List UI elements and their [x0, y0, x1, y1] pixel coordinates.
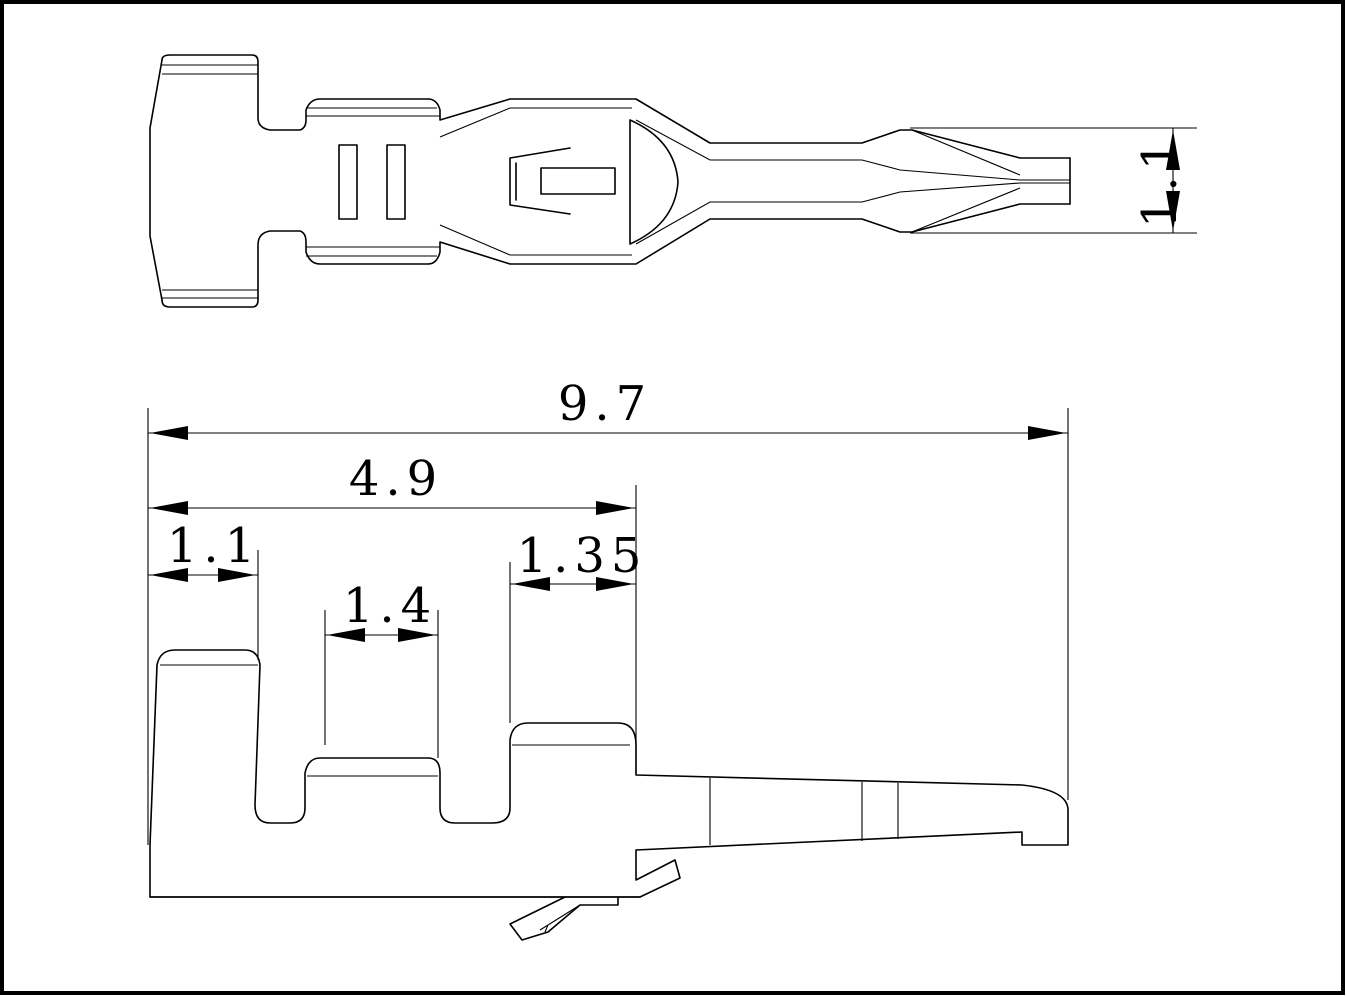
- dim-overall-arrow-left: [150, 426, 188, 440]
- top-dim-arrow-down: [1166, 191, 1180, 231]
- dim-insulation-arrow-left: [150, 568, 188, 582]
- top-view-barrel-lines: [306, 107, 440, 257]
- dim-crimp-label: 4.9: [349, 451, 443, 507]
- top-view-inner-lines: [439, 107, 1070, 256]
- side-view-lance-tab-inner: [539, 904, 581, 933]
- dim-overall-label: 9.7: [558, 376, 652, 432]
- top-view-tab-lines: [162, 64, 258, 299]
- top-view-box-frame: [629, 119, 679, 245]
- side-view-contact-marks: [709, 778, 899, 845]
- side-view-body-outline: [149, 649, 1069, 898]
- top-dim-arrow-up: [1166, 130, 1180, 170]
- side-dim-extensions: [147, 408, 1069, 845]
- dim-crimp-arrow-left: [150, 501, 188, 515]
- side-view-lance-tab: [149, 896, 641, 941]
- dim-crimp-arrow-right: [596, 501, 634, 515]
- side-view-dimensions: 9.7 4.9 1.1 1.4 1.35: [147, 376, 1069, 845]
- top-dim-label: 1.1: [1132, 134, 1188, 228]
- dim-wire-arrow-right: [398, 628, 436, 642]
- side-view: [149, 649, 1069, 941]
- dim-transition-label: 1.35: [517, 528, 648, 584]
- dim-insulation-label: 1.1: [167, 518, 261, 574]
- dim-transition-arrow-right: [596, 577, 634, 591]
- top-view-outline-lower: [161, 203, 1071, 308]
- dim-wire-label: 1.4: [343, 578, 437, 634]
- top-view: [149, 54, 1071, 308]
- dim-wire-arrow-left: [327, 628, 365, 642]
- top-view-slot-left: [338, 144, 358, 220]
- dim-insulation-arrow-right: [218, 568, 256, 582]
- top-view-window: [509, 147, 571, 215]
- dimension-top-height: 1.1: [910, 127, 1197, 234]
- top-view-slot-right: [386, 144, 406, 220]
- top-view-lance: [540, 167, 616, 195]
- dim-transition-arrow-left: [512, 577, 550, 591]
- top-view-outline-upper: [161, 54, 1071, 159]
- top-view-left-flare: [149, 59, 163, 301]
- dim-overall-arrow-right: [1028, 426, 1066, 440]
- side-view-inner-detail: [149, 664, 630, 846]
